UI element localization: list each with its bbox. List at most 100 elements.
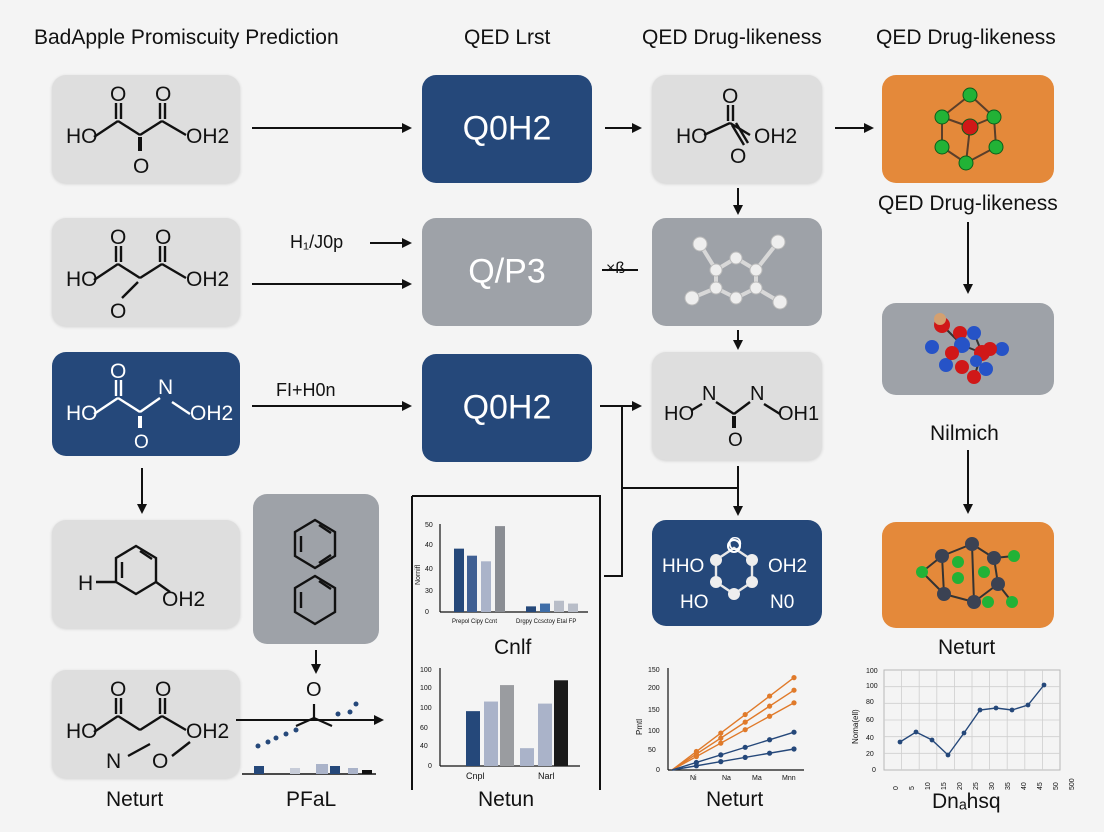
tick-label: 20 bbox=[957, 782, 964, 790]
tick-label: 100 bbox=[866, 668, 878, 675]
tick-label: 20 bbox=[866, 751, 874, 758]
header-badapple: BadApple Promiscuity Prediction bbox=[34, 26, 339, 49]
tick-label: 0 bbox=[893, 786, 900, 790]
bar bbox=[500, 685, 514, 766]
molecule-structure: HO O OH2 O bbox=[676, 85, 797, 168]
caption-cnlf: Cnlf bbox=[494, 636, 532, 659]
molecule-structure: HO O O OH2 O bbox=[66, 226, 229, 323]
benzene-card[interactable] bbox=[253, 494, 379, 644]
molecule-3d-cluster[interactable] bbox=[882, 303, 1054, 395]
molecule-card-c4[interactable]: HHO O OH2 HO N0 bbox=[652, 520, 822, 626]
series-line bbox=[899, 684, 1045, 757]
data-point bbox=[913, 729, 919, 735]
bar bbox=[554, 680, 568, 766]
tick-label: 100 bbox=[866, 683, 878, 690]
caption-neturt-col1: Neturt bbox=[106, 788, 164, 811]
data-point bbox=[791, 729, 797, 735]
data-point bbox=[718, 735, 724, 741]
atom-label: H bbox=[78, 572, 93, 595]
qed-node-3[interactable]: Q0H2 bbox=[422, 354, 592, 462]
qed-node-2[interactable]: Q/P3 bbox=[422, 218, 592, 326]
atom-label: O bbox=[155, 226, 171, 249]
atom-label: O bbox=[155, 678, 171, 701]
data-point bbox=[791, 687, 797, 693]
axis-label: Nornifl bbox=[415, 564, 422, 585]
tick-label: 0 bbox=[428, 763, 432, 770]
arrow-connector bbox=[412, 495, 601, 790]
data-point bbox=[718, 730, 724, 736]
bar bbox=[466, 711, 480, 766]
tick-label: 10 bbox=[925, 782, 932, 790]
caption-neturt-col3: Neturt bbox=[706, 788, 764, 811]
data-point bbox=[961, 730, 967, 736]
tick-label: 35 bbox=[1005, 782, 1012, 790]
molecule-card-5[interactable]: HO O O OH2 N O bbox=[52, 670, 240, 778]
data-point bbox=[742, 727, 748, 733]
atom-label: HHO bbox=[662, 556, 704, 577]
atom-label: O bbox=[152, 750, 168, 773]
caption-pfal: PFaL bbox=[286, 788, 337, 811]
atom-label: HO bbox=[676, 125, 708, 148]
atom-label: HO bbox=[66, 125, 98, 148]
tick-label: 100 bbox=[420, 667, 432, 674]
data-point bbox=[929, 737, 935, 743]
tick-label: 50 bbox=[1053, 782, 1060, 790]
molecule-card-1[interactable]: HO O O OH2 O bbox=[52, 75, 240, 183]
atom-label: O bbox=[133, 155, 149, 178]
atom-label: N bbox=[106, 750, 121, 773]
tick-label: Drgpy Ccsctoy Etal FP bbox=[516, 619, 576, 625]
ball-stick-model bbox=[934, 87, 1004, 171]
data-point bbox=[718, 759, 724, 765]
data-point bbox=[791, 700, 797, 706]
arrow-connector bbox=[604, 406, 623, 577]
atom-label: O bbox=[134, 432, 149, 453]
molecule-card-4[interactable]: H OH2 bbox=[52, 520, 240, 628]
tick-label: 60 bbox=[866, 717, 874, 724]
tick-label: 150 bbox=[648, 667, 660, 674]
molecule-3d-orange-1[interactable] bbox=[882, 75, 1054, 183]
molecule-card-3[interactable]: HO O N OH2 O bbox=[52, 352, 240, 456]
tick-label: 40 bbox=[425, 542, 433, 549]
edge-label-1: H₁/J0p bbox=[290, 232, 344, 252]
data-point bbox=[1009, 707, 1015, 713]
molecule-structure: H OH2 bbox=[78, 544, 205, 611]
data-point bbox=[1041, 682, 1047, 688]
data-point bbox=[767, 737, 773, 743]
data-point bbox=[718, 740, 724, 746]
atom-label: N bbox=[750, 383, 764, 405]
header-qed-druglikeness-1: QED Drug-likeness bbox=[642, 26, 822, 49]
bar bbox=[526, 606, 536, 612]
atom-label: HO bbox=[66, 402, 98, 425]
molecule-card-c1[interactable]: HO O OH2 O bbox=[652, 75, 822, 183]
data-point bbox=[767, 750, 773, 756]
atom-label: O bbox=[155, 83, 171, 106]
axis-label: Noma(ell) bbox=[851, 709, 860, 744]
bar bbox=[520, 748, 534, 766]
bar bbox=[495, 526, 505, 612]
atom-label: OH1 bbox=[778, 403, 819, 425]
atom-label: HO bbox=[66, 720, 98, 743]
ball-stick-model bbox=[916, 537, 1020, 609]
ball-stick-model bbox=[925, 313, 1009, 384]
data-point bbox=[693, 763, 700, 769]
tick-label: 150 bbox=[648, 707, 660, 714]
atom-label: N bbox=[702, 383, 716, 405]
series-line bbox=[671, 702, 795, 771]
atom-label: O bbox=[722, 85, 738, 108]
tick-label: Cnpl bbox=[466, 771, 485, 781]
atom-label: O bbox=[110, 360, 126, 383]
atom-label: N0 bbox=[770, 592, 794, 613]
qed-node-1[interactable]: Q0H2 bbox=[422, 75, 592, 183]
molecule-3d-orange-2[interactable] bbox=[882, 522, 1054, 628]
tick-label: Ma bbox=[752, 775, 762, 782]
molecule-3d-card[interactable] bbox=[652, 218, 822, 326]
bar bbox=[481, 561, 491, 612]
svg-text:O: O bbox=[306, 679, 322, 701]
molecule-card-2[interactable]: HO O O OH2 O bbox=[52, 218, 240, 326]
molecule-card-c3[interactable]: HO N N OH1 O bbox=[652, 352, 822, 460]
molecule-structure: HHO O OH2 HO N0 bbox=[662, 534, 807, 613]
data-point bbox=[1025, 702, 1031, 708]
axis-label: Pmtl bbox=[635, 719, 644, 735]
